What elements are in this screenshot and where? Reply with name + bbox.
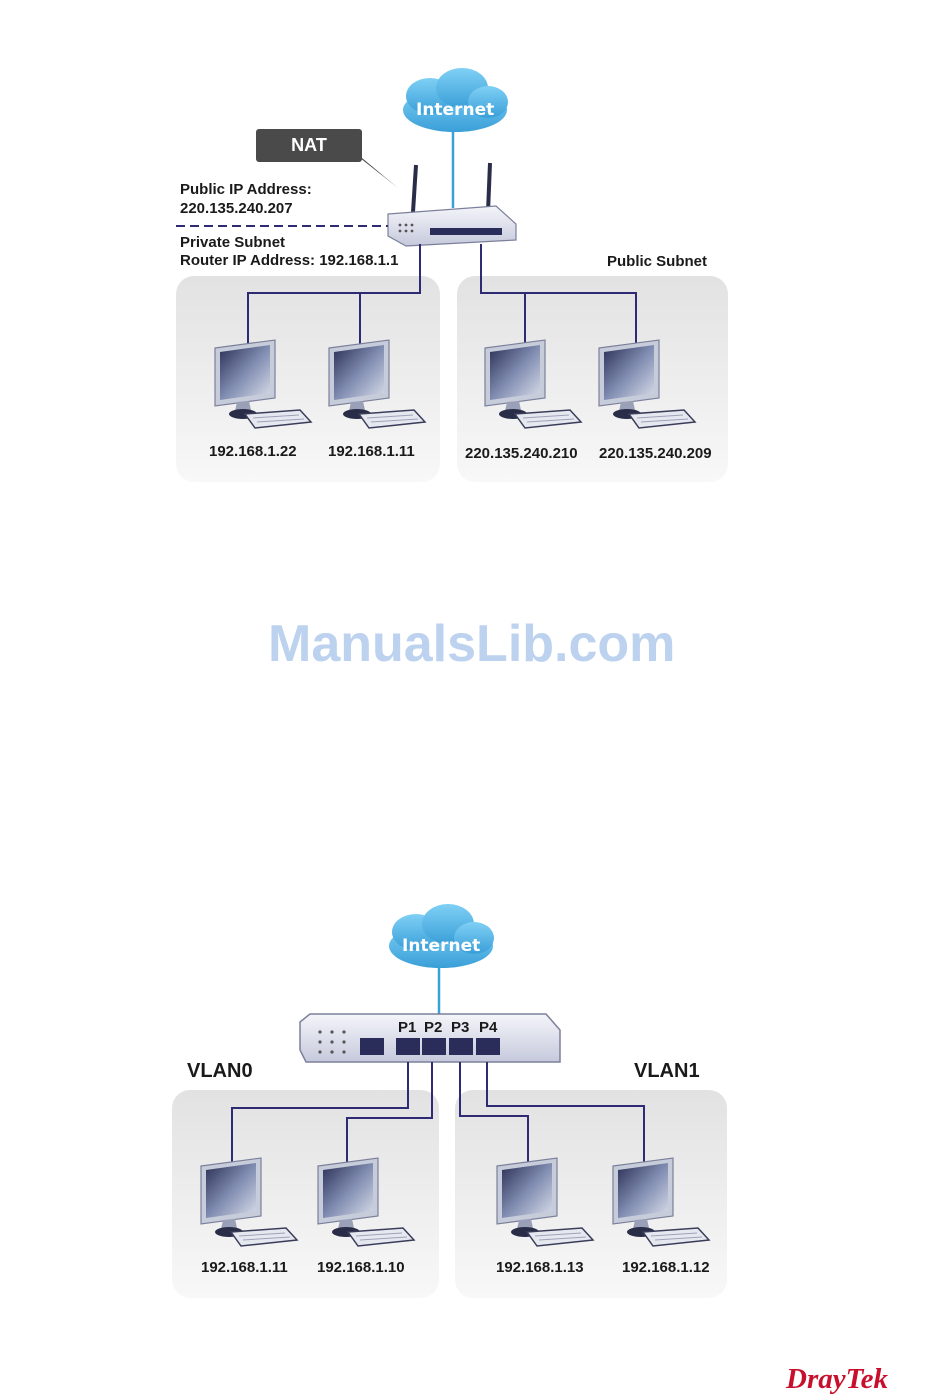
port-label-p1: P1: [398, 1019, 416, 1036]
router-ip-label: Router IP Address: 192.168.1.1: [180, 252, 398, 269]
vlan1-label: VLAN1: [634, 1060, 700, 1083]
internet-label: Internet: [402, 936, 480, 956]
port-p2: [422, 1038, 446, 1055]
pc-ip-label: 192.168.1.12: [622, 1259, 710, 1276]
port-p4: [476, 1038, 500, 1055]
port-label-p4: P4: [479, 1019, 497, 1036]
nat-label: NAT: [256, 129, 362, 162]
port-p1: [396, 1038, 420, 1055]
port-label-p3: P3: [451, 1019, 469, 1036]
public-ip-title: Public IP Address:: [180, 181, 312, 198]
port-label-p2: P2: [424, 1019, 442, 1036]
public-subnet-label: Public Subnet: [607, 253, 707, 270]
pc-ip-label: 220.135.240.209: [599, 445, 712, 462]
watermark: ManualsLib.com: [268, 614, 675, 674]
pc-ip-label: 192.168.1.10: [317, 1259, 405, 1276]
pc-ip-label: 192.168.1.13: [496, 1259, 584, 1276]
pc-ip-label: 192.168.1.22: [209, 443, 297, 460]
pc-ip-label: 192.168.1.11: [201, 1259, 288, 1276]
pc-ip-label: 192.168.1.11: [328, 443, 415, 460]
draytek-logo: DrayTek: [786, 1363, 888, 1396]
pc-ip-label: 220.135.240.210: [465, 445, 578, 462]
private-subnet-label: Private Subnet: [180, 234, 285, 251]
port-p3: [449, 1038, 473, 1055]
vlan0-label: VLAN0: [187, 1060, 253, 1083]
public-ip-value: 220.135.240.207: [180, 200, 293, 217]
internet-label: Internet: [416, 100, 494, 120]
